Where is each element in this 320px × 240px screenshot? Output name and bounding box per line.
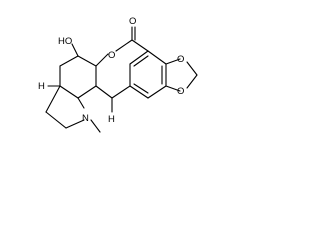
atom-label-nitrogen: N <box>82 113 89 124</box>
bond-c3a-c3 <box>45 85 61 113</box>
structure-canvas: O O O O HO H H N <box>0 0 215 165</box>
atom-label-h-bottom: H <box>108 114 115 125</box>
bond-o2-ch2 <box>186 74 198 89</box>
bond-aryl-o1 <box>165 58 181 65</box>
bond-aryl-c11b <box>111 85 131 99</box>
bond-n-c11c <box>77 97 85 109</box>
bond-aryl-o2 <box>165 85 181 92</box>
atom-label-o-dioxole-2: O <box>177 86 184 97</box>
bond-c6-c5 <box>77 55 97 67</box>
aromatic-bond-inner <box>133 83 149 94</box>
aromatic-bond <box>147 50 167 65</box>
bond-c11c-c6a <box>77 85 97 99</box>
aromatic-bond <box>147 85 167 99</box>
aromatic-bond-inner <box>133 55 149 67</box>
bond-c-aryl <box>131 39 149 52</box>
atom-label-hydroxyl: HO <box>58 36 72 47</box>
atom-labels: O O O O HO H H N <box>38 16 184 125</box>
aromatic-bond <box>129 50 149 65</box>
bond-c-o-lactone <box>115 39 133 52</box>
bond-o1-ch2 <box>186 61 198 76</box>
bond-n-methyl <box>90 119 101 133</box>
chemical-structure-diagram: O O O O HO H H N <box>38 16 198 133</box>
atom-label-o-carbonyl: O <box>129 16 136 27</box>
atom-label-o-dioxole-1: O <box>177 54 184 65</box>
bond-o-c6a <box>95 53 109 67</box>
bond-lines <box>45 26 198 133</box>
atom-label-h-top: H <box>38 81 45 92</box>
bond-c3-c2 <box>45 111 67 129</box>
bond-c5-c4 <box>59 55 79 67</box>
bond-c3a-c11c <box>59 85 79 99</box>
bond-c2-n <box>65 119 85 129</box>
aromatic-bond <box>129 85 149 99</box>
atom-label-o-lactone: O <box>108 50 115 61</box>
bond-c5-oh <box>71 43 79 57</box>
bond-c11b-c6a <box>95 85 113 99</box>
